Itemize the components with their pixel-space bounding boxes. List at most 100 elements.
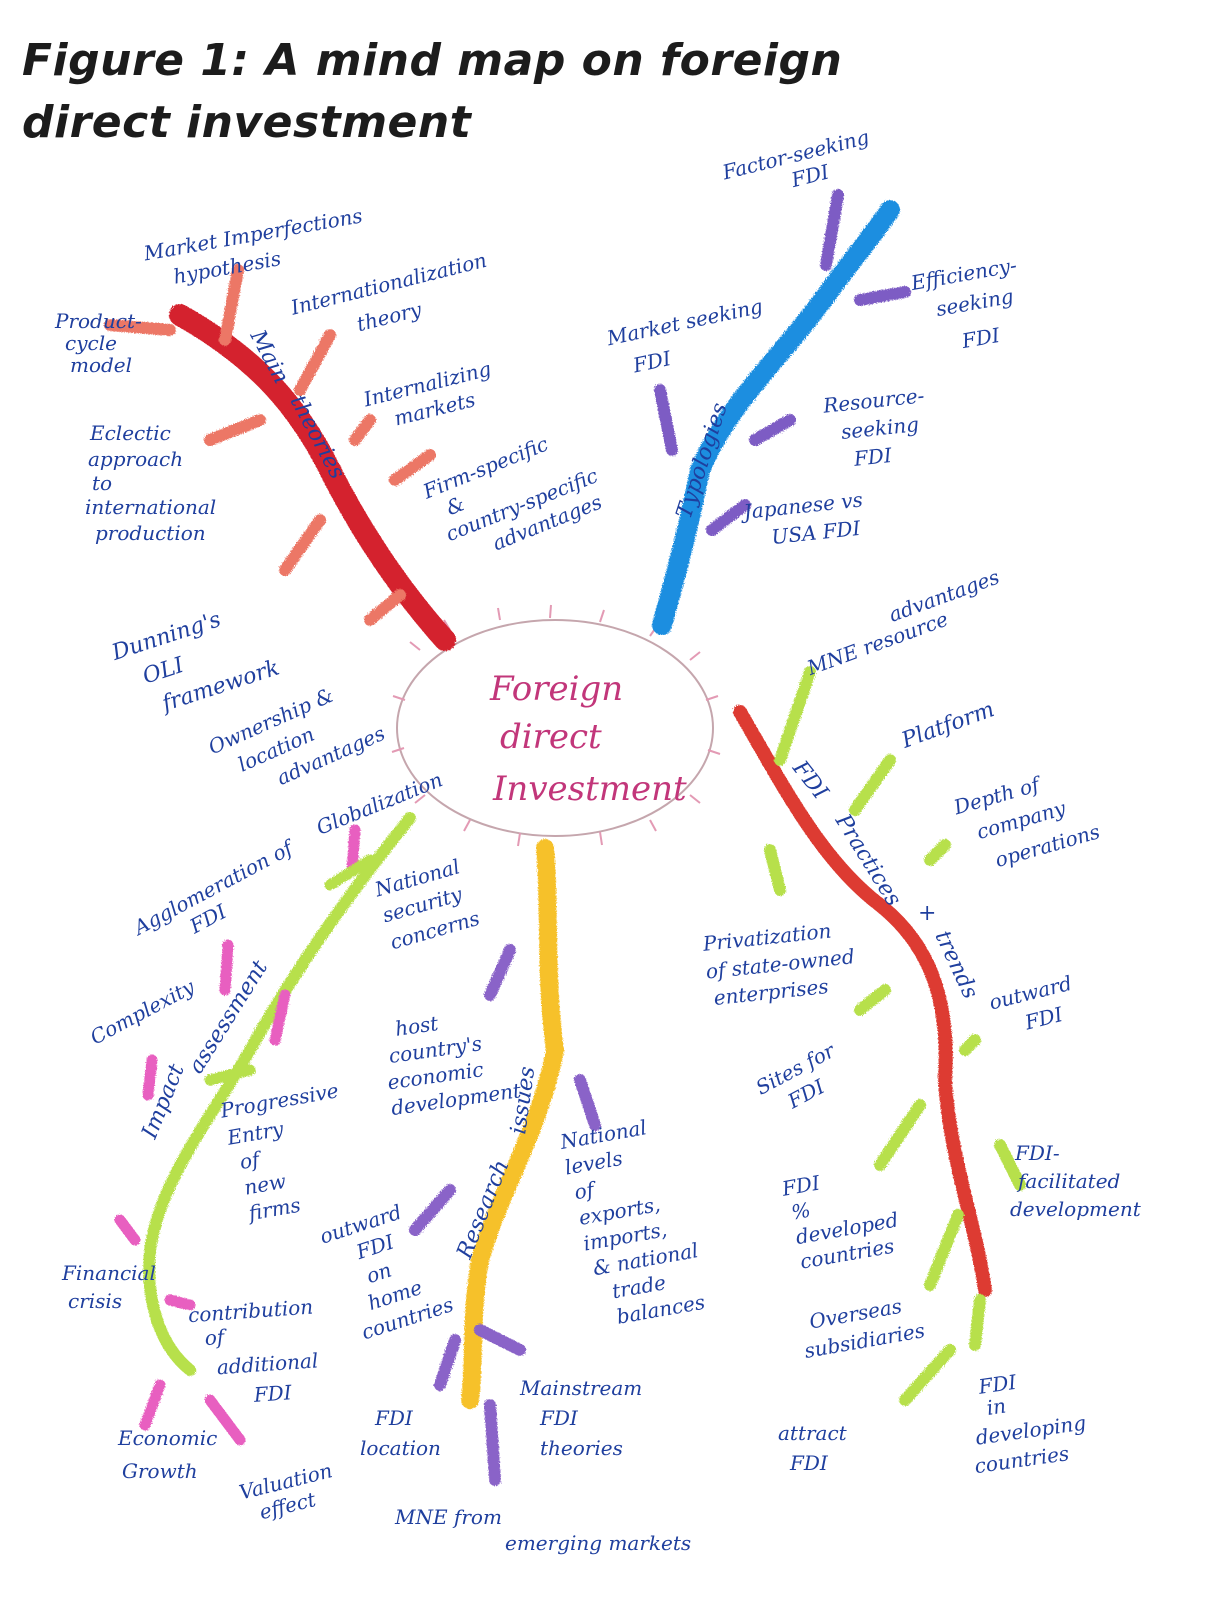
theories-twig-2: [104, 319, 176, 336]
center-word-3: Investment: [492, 769, 687, 809]
center-word-1: Foreign: [489, 669, 623, 709]
note-line: Entry: [224, 1116, 285, 1150]
note-fdi-developing: FDI in developing countries: [973, 1370, 1087, 1479]
impact-twig-1: [346, 824, 361, 876]
theories-twig-5: [349, 414, 376, 446]
note-line: development: [1010, 1197, 1142, 1221]
note-eclectic: Eclectic approach to international produ…: [85, 421, 216, 545]
practices-twig-11: [899, 1344, 956, 1406]
note-line: Mainstream: [519, 1376, 642, 1400]
note-line: seeking: [840, 412, 920, 444]
impact-twig-3: [269, 989, 291, 1046]
theories-twig-8: [364, 589, 406, 626]
note-line: FDI: [976, 1370, 1019, 1399]
note-line: theory: [354, 297, 424, 336]
note-depth: Depth of company operations: [950, 771, 1102, 872]
note-line: crisis: [68, 1289, 122, 1313]
note-resource-seeking: Resource- seeking FDI: [821, 383, 926, 471]
practices-main-stroke: [733, 705, 992, 1297]
note-line: FDI: [852, 443, 894, 471]
practices-twig-6: [854, 984, 891, 1016]
note-line: host: [394, 1011, 441, 1041]
note-factor-seeking: Factor-seeking FDI: [719, 125, 872, 192]
impact-twig-2: [219, 939, 234, 996]
note-line: international: [85, 495, 216, 519]
note-line: emerging markets: [505, 1531, 691, 1555]
note-line: outward: [987, 971, 1075, 1015]
note-line: Growth: [122, 1459, 198, 1483]
note-line: OLI: [140, 653, 188, 690]
note-line: %: [789, 1198, 812, 1225]
note-line: FDI: [1022, 1002, 1067, 1035]
note-economic-growth: Economic Growth: [117, 1426, 217, 1483]
note-japanese-usa: Japanese vs USA FDI: [739, 487, 864, 549]
practices-twig-4: [764, 844, 786, 896]
typologies-twig-5: [706, 499, 751, 536]
note-line: FDI: [630, 346, 674, 378]
note-line: FDI: [959, 323, 1002, 354]
practices-twig-10: [969, 1294, 986, 1351]
issues-twig-6: [484, 1399, 501, 1486]
theories-twig-1: [219, 264, 244, 346]
issues-twig-4: [474, 1324, 526, 1356]
impact-twig-8: [204, 1394, 246, 1446]
branch-main-theories: [104, 264, 456, 651]
practices-twig-3: [924, 839, 951, 866]
note-outward-home: outward FDI on home countries: [317, 1200, 457, 1345]
issues-twig-3: [409, 1184, 456, 1236]
note-market-seeking: Market seeking FDI: [604, 294, 765, 378]
note-line: approach: [88, 447, 183, 471]
note-internalizing: Internalizing markets: [360, 356, 493, 430]
note-mainstream: Mainstream FDI theories: [519, 1376, 642, 1460]
theories-twig-6: [389, 449, 436, 486]
note-line: Eclectic: [89, 421, 171, 445]
branch-typologies: [652, 189, 911, 635]
impact-twig-10: [204, 1064, 256, 1086]
note-line: model: [70, 353, 132, 377]
note-privatization: Privatization of state-owned enterprises: [701, 918, 856, 1010]
note-contribution: contribution of additional FDI: [187, 1295, 319, 1407]
note-platform: Platform: [898, 697, 998, 754]
typologies-twig-1: [820, 189, 844, 271]
theories-main-stroke: [169, 304, 456, 651]
note-dunning: Dunning's OLI framework: [108, 607, 283, 717]
practices-twig-1: [774, 666, 816, 766]
note-progressive: Progressive Entry of new firms: [218, 1078, 341, 1225]
practices-twig-7: [874, 1099, 926, 1171]
note-line: seeking: [934, 284, 1015, 321]
note-line: MNE from: [394, 1505, 502, 1529]
note-line: FDI: [789, 1451, 829, 1475]
note-globalization: Globalization: [313, 767, 446, 839]
branch-label-theories: theories: [285, 391, 350, 483]
note-valuation: Valuation effect: [237, 1458, 335, 1524]
note-line: USA FDI: [770, 516, 862, 549]
note-fdi-developed: FDI % developed countries: [779, 1170, 900, 1273]
typologies-twig-3: [654, 384, 678, 456]
note-line: FDI-: [1014, 1141, 1060, 1165]
note-market-imperfections: Market Imperfections hypothesis: [141, 203, 364, 288]
note-firm-specific: Firm-specific & country-specific advanta…: [419, 432, 606, 556]
note-efficiency-seeking: Efficiency- seeking FDI: [908, 253, 1019, 354]
theories-twig-7: [279, 514, 326, 576]
impact-twig-9: [324, 854, 376, 891]
note-line: FDI: [374, 1406, 414, 1430]
branch-label-plus: +: [918, 901, 936, 926]
note-line: in: [985, 1393, 1007, 1419]
typologies-main-stroke: [652, 200, 900, 635]
note-line: FDI: [779, 1170, 822, 1201]
issues-twig-2: [574, 1074, 601, 1131]
note-national-security: National security concerns: [371, 854, 482, 954]
practices-twig-9: [924, 1209, 964, 1291]
note-line: Financial: [61, 1261, 156, 1285]
impact-twig-4: [142, 1054, 158, 1101]
center-node: Foreign direct Investment: [391, 604, 721, 847]
branch-label-impact: Impact: [137, 1060, 190, 1143]
practices-twig-2: [849, 754, 896, 816]
issues-main-stroke: [461, 839, 564, 1409]
note-internationalization: Internationalization theory: [287, 248, 489, 336]
note-line: Economic: [117, 1426, 217, 1450]
note-agglomeration: Agglomeration of FDI: [128, 834, 300, 940]
note-line: theories: [540, 1436, 623, 1460]
